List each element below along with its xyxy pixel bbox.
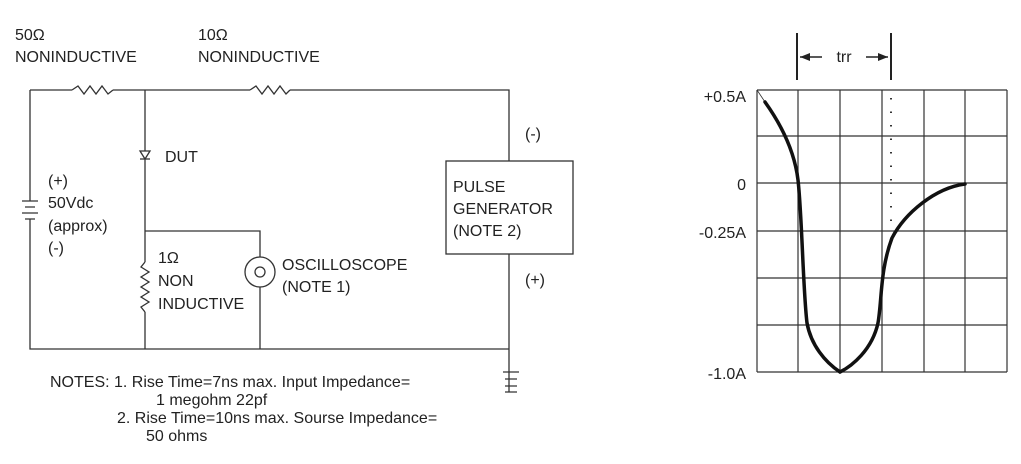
y-label-plus-0.5a: +0.5A: [704, 89, 747, 106]
pulse-generator-line3: (NOTE 2): [453, 223, 521, 240]
reverse-recovery-waveform: [763, 100, 967, 375]
r1-type: NONINDUCTIVE: [15, 49, 137, 66]
trr-label: trr: [836, 49, 852, 66]
note-line-1: NOTES: 1. Rise Time=7ns max. Input Imped…: [50, 374, 410, 391]
resistor-50ohm: [71, 84, 114, 96]
pulse-generator-line2: GENERATOR: [453, 201, 553, 218]
r1-value: 50Ω: [15, 27, 45, 44]
source-plus: (+): [48, 173, 68, 190]
oscilloscope-grid: [756, 89, 1008, 373]
source-minus: (-): [48, 240, 64, 257]
circuit-wires: [29, 89, 510, 392]
source-voltage: 50Vdc: [48, 195, 93, 212]
oscilloscope-connector-icon: [244, 256, 276, 288]
oscilloscope-label: OSCILLOSCOPE: [282, 257, 407, 274]
trr-marker: [796, 33, 892, 80]
waveform-lead: [756, 89, 766, 103]
ground-icon: [503, 371, 519, 393]
r2-value: 10Ω: [198, 27, 228, 44]
y-label-minus-1.0a: -1.0A: [708, 366, 747, 383]
note-line-3: 2. Rise Time=10ns max. Sourse Impedance=: [117, 410, 437, 427]
r2-type: NONINDUCTIVE: [198, 49, 320, 66]
battery-icon: [22, 200, 38, 220]
oscilloscope-note: (NOTE 1): [282, 279, 350, 296]
r3-line1: NON: [158, 273, 194, 290]
resistor-10ohm: [249, 84, 291, 96]
note-line-2: 1 megohm 22pf: [156, 392, 268, 409]
dut-label: DUT: [165, 149, 198, 166]
resistor-1ohm: [139, 261, 151, 313]
pulse-generator-plus: (+): [525, 272, 545, 289]
diode-icon: [138, 150, 152, 161]
y-label-minus-0.25a: -0.25A: [699, 225, 746, 242]
note-line-4: 50 ohms: [146, 428, 207, 445]
pulse-generator-box: [445, 160, 574, 255]
source-approx: (approx): [48, 218, 108, 235]
pulse-generator-minus: (-): [525, 126, 541, 143]
pulse-generator-line1: PULSE: [453, 179, 505, 196]
r3-value: 1Ω: [158, 250, 179, 267]
r3-line2: INDUCTIVE: [158, 296, 244, 313]
y-label-zero: 0: [737, 177, 746, 194]
